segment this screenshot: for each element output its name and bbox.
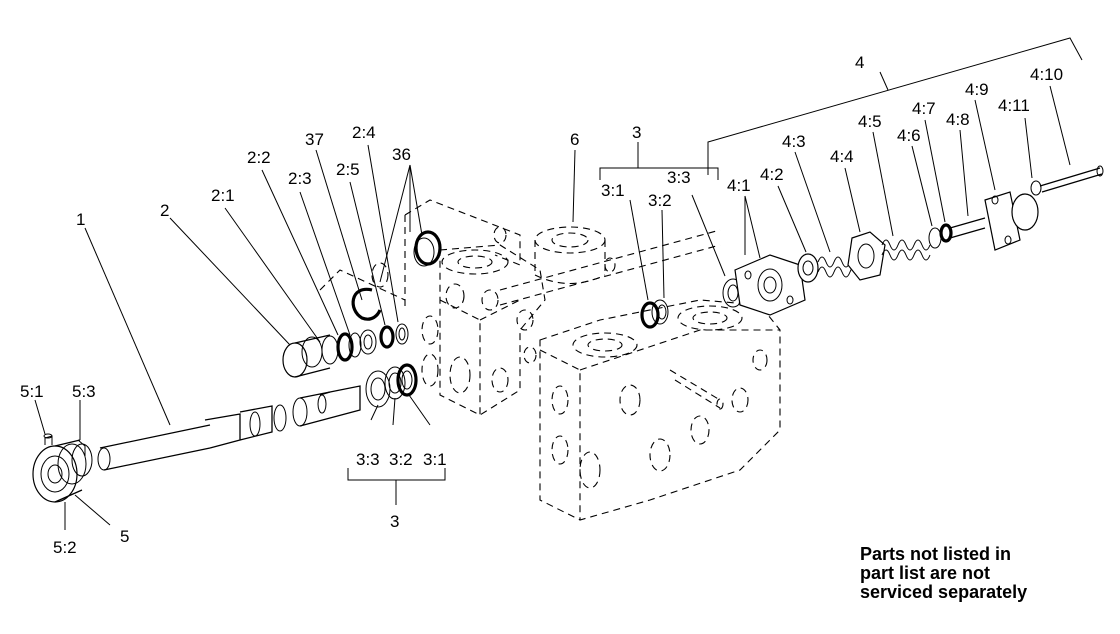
callout-2-4: 2:4 [352,123,376,142]
callout-3-bottom: 3 [390,512,399,531]
callout-4-2: 4:2 [760,165,784,184]
service-note-line-2: part list are not [860,563,991,583]
callout-4-4: 4:4 [830,147,854,166]
callout-4-10: 4:10 [1030,65,1063,84]
callout-2-2: 2:2 [247,148,271,167]
callout-labels: 1 2 2:1 2:2 2:3 37 2:5 2:4 36 6 3 3:1 3:… [20,53,1063,557]
callout-3-top: 3 [632,123,641,142]
callout-2: 2 [160,201,169,220]
leader-lines [34,85,1071,530]
callout-5: 5 [120,527,129,546]
callout-3-2-bottom: 3:2 [389,450,413,469]
callout-1: 1 [76,210,85,229]
callout-4: 4 [855,53,864,72]
callout-4-7: 4:7 [912,99,936,118]
callout-2-3: 2:3 [288,169,312,188]
callout-5-2: 5:2 [53,538,77,557]
callout-6: 6 [570,130,579,149]
spool-assembly [32,363,418,503]
callout-4-5: 4:5 [858,112,882,131]
plug-assembly [282,230,442,378]
callout-4-9: 4:9 [965,80,989,99]
right-side-assembly [640,165,1104,329]
callout-37: 37 [305,130,324,149]
callout-3-3-bottom: 3:3 [356,450,380,469]
callout-4-8: 4:8 [946,110,970,129]
callout-4-3: 4:3 [782,132,806,151]
callout-4-11: 4:11 [998,96,1030,115]
callout-36: 36 [392,145,411,164]
callout-3-3-top: 3:3 [667,168,691,187]
group-brackets [347,37,1083,505]
callout-3-1-bottom: 3:1 [423,450,447,469]
callout-2-5: 2:5 [336,160,360,179]
callout-4-1: 4:1 [727,176,751,195]
callout-4-6: 4:6 [897,126,921,145]
callout-3-1-top: 3:1 [601,181,625,200]
valve-housing-outline [319,199,781,521]
callout-3-2-top: 3:2 [648,191,672,210]
callout-2-1: 2:1 [211,186,235,205]
service-note-line-1: Parts not listed in [860,544,1012,564]
service-note-line-3: serviced separately [860,582,1028,602]
service-note: Parts not listed in part list are not se… [860,545,1100,602]
callout-5-1: 5:1 [20,382,44,401]
callout-5-3: 5:3 [72,382,96,401]
